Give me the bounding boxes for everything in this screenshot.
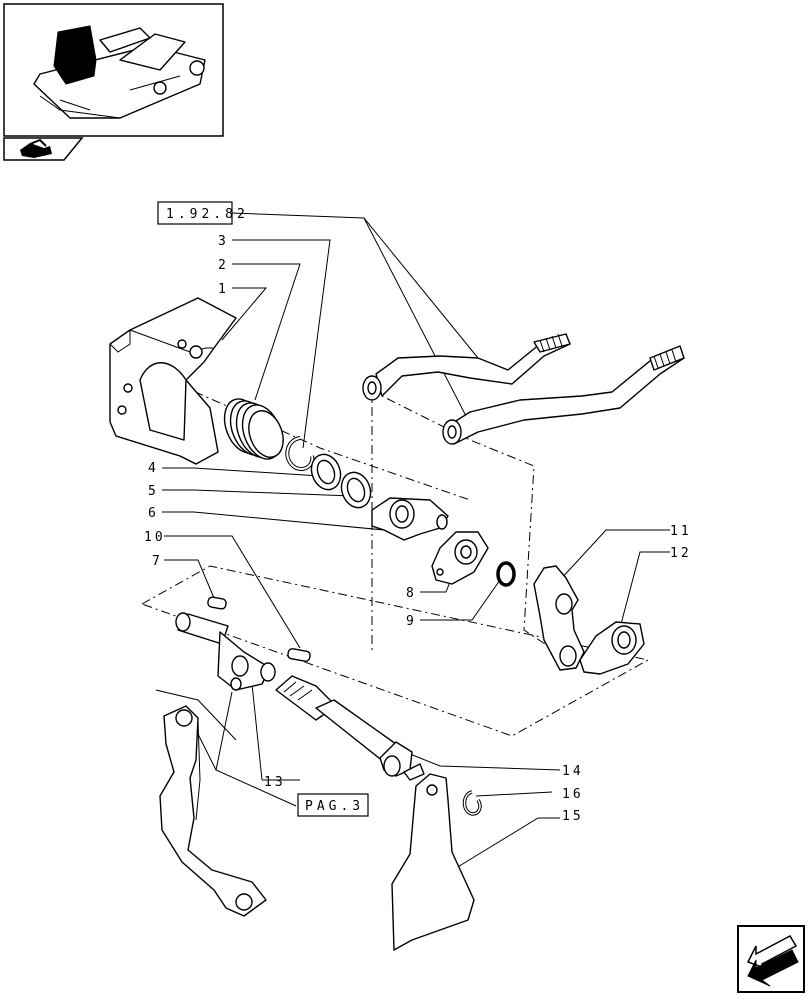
callout-5: 5	[148, 484, 159, 499]
circlip-part-3	[285, 436, 315, 471]
shaft-assembly	[175, 612, 425, 781]
callout-7: 7	[152, 554, 163, 569]
clip-part-16	[462, 790, 482, 816]
tractor-section-icon[interactable]	[3, 137, 84, 161]
next-page-arrow-icon[interactable]	[737, 925, 805, 993]
callout-labels: 3 2 1 4 5 6 10 7 8 9 11 12 13 14 16 15	[144, 234, 692, 824]
lever-arm-part-11	[533, 565, 585, 671]
assembly-axis-lines	[140, 375, 650, 737]
leader-lines	[155, 212, 670, 869]
ref-box-top[interactable]: 1.92.82	[157, 201, 249, 225]
callout-11: 11	[670, 524, 692, 539]
ref-box-top-label: 1.92.82	[166, 207, 249, 222]
callout-4: 4	[148, 461, 159, 476]
side-bracket-pag3	[159, 705, 267, 917]
callout-10: 10	[144, 530, 166, 545]
callout-13: 13	[264, 775, 286, 790]
callout-2: 2	[218, 258, 229, 273]
callout-8: 8	[406, 586, 417, 601]
callout-16: 16	[562, 787, 584, 802]
ref-box-bottom-label: PAG.3	[305, 799, 364, 814]
assembly-thumbnail-icon	[3, 3, 224, 137]
callout-14: 14	[562, 764, 584, 779]
callout-9: 9	[406, 614, 417, 629]
key-part-10	[287, 648, 311, 662]
lever-plate-part-8	[431, 531, 489, 585]
washer-part-4	[310, 453, 342, 491]
callout-6: 6	[148, 506, 159, 521]
cam-part-6	[371, 497, 449, 541]
callout-15: 15	[562, 809, 584, 824]
control-rods	[362, 333, 685, 445]
pedal-part-15	[391, 773, 475, 951]
ref-box-bottom[interactable]: PAG.3	[297, 793, 369, 817]
bracket-part-1	[109, 297, 237, 465]
spring-part-2	[223, 398, 284, 460]
key-part-7	[207, 596, 227, 610]
washer-part-5	[340, 471, 372, 509]
callout-1: 1	[218, 282, 229, 297]
callout-12: 12	[670, 546, 692, 561]
callout-3: 3	[218, 234, 229, 249]
oring-part-9	[496, 561, 516, 587]
lever-plate-part-12	[579, 621, 645, 675]
